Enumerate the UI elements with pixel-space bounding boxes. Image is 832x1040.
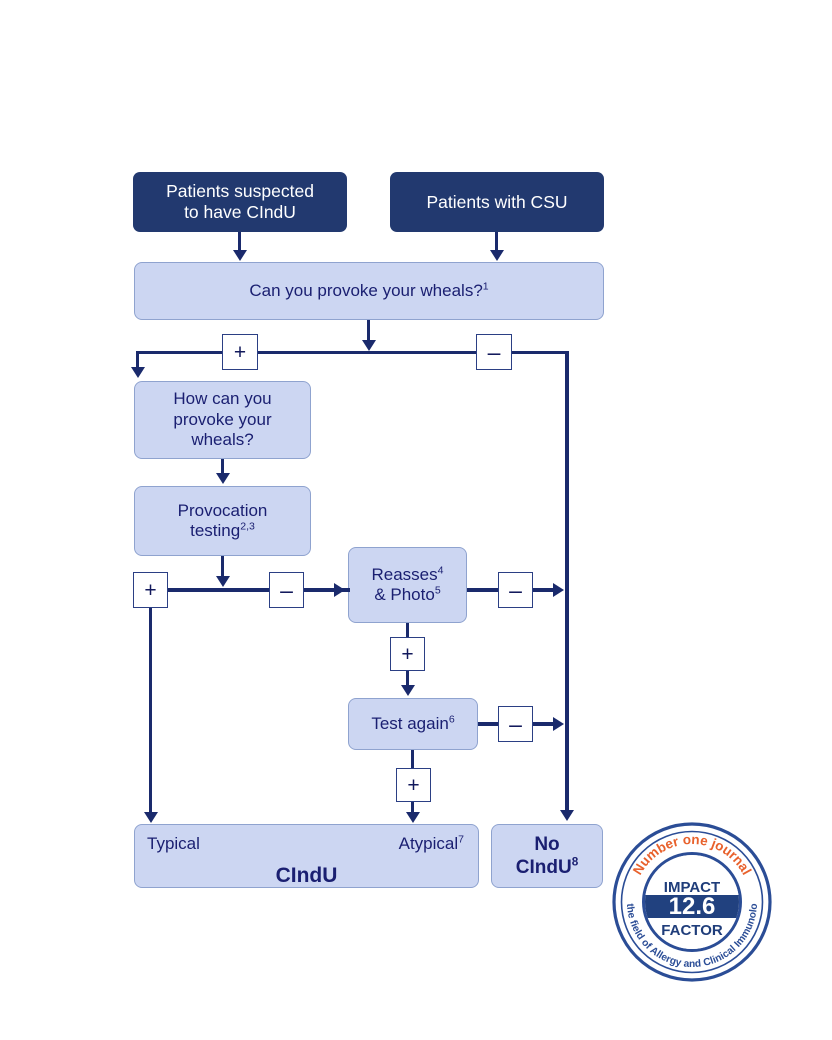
sign-provocation-plus[interactable]: + bbox=[133, 572, 168, 608]
node-label-line1: Patients suspected bbox=[166, 181, 314, 202]
node-label-line2: to have CIndU bbox=[184, 202, 296, 222]
sign-testagain-minus[interactable]: – bbox=[498, 706, 533, 742]
sign-label: + bbox=[233, 340, 247, 364]
arrowhead-suspected-to-question bbox=[233, 250, 247, 261]
badge-factor-label: FACTOR bbox=[661, 922, 723, 939]
connector-csu-to-question bbox=[495, 232, 498, 252]
node-label-line2: & Photo bbox=[374, 585, 435, 604]
connector-reasses-minus-to-trunk bbox=[533, 588, 557, 592]
node-label-line3: wheals? bbox=[191, 430, 254, 450]
sign-testagain-plus[interactable]: + bbox=[396, 768, 431, 802]
arrowhead-left-trunk bbox=[144, 812, 158, 823]
cindu-typical-label: Typical bbox=[147, 834, 200, 853]
arrowhead-plus-to-testagain bbox=[401, 685, 415, 696]
connector-testagain-to-plus bbox=[411, 750, 414, 768]
connector-question-stem bbox=[367, 320, 370, 342]
arrowhead-reasses-minus-to-trunk bbox=[553, 583, 564, 597]
node-provocation-testing[interactable]: Provocation testing2,3 bbox=[134, 486, 311, 556]
arrowhead-plus-to-atypical bbox=[406, 812, 420, 823]
connector-suspected-to-question bbox=[238, 232, 241, 252]
sign-label: + bbox=[144, 578, 157, 602]
node-patients-suspected-cindu[interactable]: Patients suspected to have CIndU bbox=[133, 172, 347, 232]
arrowhead-provocation-bus-to-reasses bbox=[334, 583, 345, 597]
node-reasses-and-photo[interactable]: Reasses4 & Photo5 bbox=[348, 547, 467, 623]
impact-factor-badge: Number one journal in the field of Aller… bbox=[612, 822, 772, 982]
node-label-line2: testing bbox=[190, 521, 241, 540]
sign-label: + bbox=[401, 642, 414, 666]
cindu-atypical-label: Atypical7 bbox=[399, 834, 464, 854]
node-label-superscript: 1 bbox=[482, 280, 489, 293]
sign-provocation-minus[interactable]: – bbox=[269, 572, 304, 608]
node-label: Test again bbox=[371, 713, 449, 733]
badge-impact-label: IMPACT bbox=[664, 879, 720, 896]
node-cindu-outcome[interactable]: Typical Atypical7 CIndU bbox=[134, 824, 479, 888]
node-label-line2: provoke your bbox=[173, 409, 272, 429]
sign-label: + bbox=[407, 773, 420, 797]
node-label-superscript: 6 bbox=[448, 713, 455, 726]
node-label: Can you provoke your wheals? bbox=[249, 280, 483, 300]
sign-label: – bbox=[280, 576, 293, 603]
connector-reasses-to-plus bbox=[406, 623, 409, 637]
node-label-line1: How can you bbox=[173, 389, 272, 409]
badge-value: 12.6 bbox=[669, 893, 716, 920]
node-label-superscript-2: 5 bbox=[434, 584, 441, 597]
sign-provoke-minus[interactable]: – bbox=[476, 334, 512, 370]
node-label-superscript: 2,3 bbox=[240, 520, 255, 533]
sign-label: – bbox=[509, 576, 522, 603]
node-label-superscript-1: 4 bbox=[437, 563, 444, 576]
connector-plus-to-atypical bbox=[411, 802, 414, 816]
arrowhead-bus-left-drop bbox=[131, 367, 145, 378]
connector-plus-to-testagain bbox=[406, 671, 409, 687]
arrowhead-csu-to-question bbox=[490, 250, 504, 261]
node-patients-with-csu[interactable]: Patients with CSU bbox=[390, 172, 604, 232]
arrowhead-howprovoke-to-provocation bbox=[216, 473, 230, 484]
node-label-line1: Provocation bbox=[177, 500, 268, 520]
sign-reasses-plus[interactable]: + bbox=[390, 637, 425, 671]
sign-reasses-minus[interactable]: – bbox=[498, 572, 533, 608]
no-cindu-line2: CIndU bbox=[515, 857, 572, 878]
node-no-cindu-outcome[interactable]: No CIndU8 bbox=[491, 824, 603, 888]
arrowhead-right-trunk bbox=[560, 810, 574, 821]
connector-provocation-stem bbox=[221, 556, 224, 578]
connector-decision-bus bbox=[136, 351, 568, 354]
arrowhead-provocation-stem bbox=[216, 576, 230, 587]
connector-right-trunk bbox=[565, 351, 569, 815]
node-label-line1: Patients with CSU bbox=[426, 191, 568, 212]
node-can-you-provoke-wheals[interactable]: Can you provoke your wheals?1 bbox=[134, 262, 604, 320]
arrowhead-question-stem bbox=[362, 340, 376, 351]
node-label-line1: Reasses bbox=[371, 564, 438, 584]
node-test-again[interactable]: Test again6 bbox=[348, 698, 478, 750]
connector-left-trunk bbox=[149, 608, 152, 815]
cindu-atypical-superscript: 7 bbox=[458, 833, 464, 846]
no-cindu-line1: No bbox=[534, 833, 560, 855]
sign-label: – bbox=[509, 710, 522, 737]
connector-reasses-to-minus bbox=[467, 588, 498, 592]
sign-provoke-plus[interactable]: + bbox=[222, 334, 258, 370]
connector-bus-left-drop bbox=[136, 351, 139, 369]
sign-label: – bbox=[487, 338, 501, 365]
cindu-atypical-text: Atypical bbox=[398, 834, 459, 853]
connector-provocation-bus bbox=[150, 588, 350, 592]
connector-testagain-to-minus bbox=[478, 722, 499, 726]
node-how-can-you-provoke-wheals[interactable]: How can you provoke your wheals? bbox=[134, 381, 311, 459]
cindu-main-label: CIndU bbox=[275, 864, 338, 887]
no-cindu-superscript: 8 bbox=[571, 855, 579, 869]
connector-howprovoke-to-provocation bbox=[221, 459, 224, 475]
connector-testagain-minus-to-trunk bbox=[533, 722, 557, 726]
arrowhead-testagain-minus-to-trunk bbox=[553, 717, 564, 731]
